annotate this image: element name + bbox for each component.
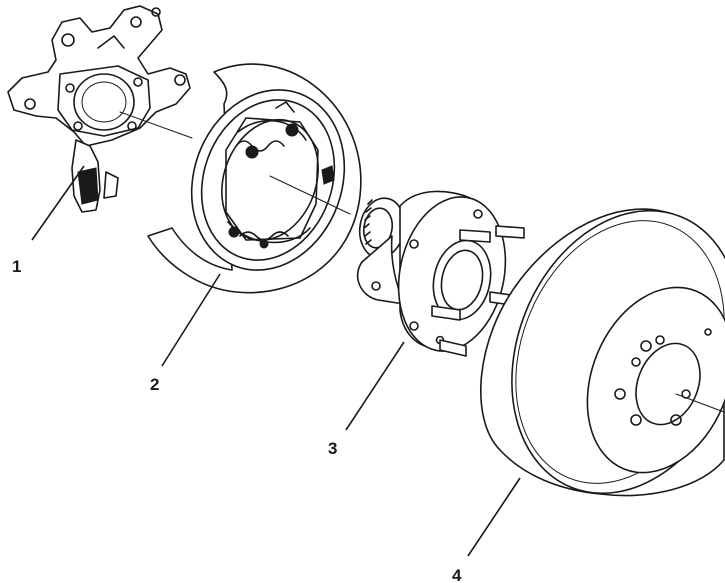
callout-number-4: 4 [452,566,462,583]
callout-number-3: 3 [328,439,337,458]
callout-number-1: 1 [12,257,21,276]
leader-line-3 [345,341,405,431]
callout-number-2: 2 [150,375,159,394]
brake-shoe-assembly [221,101,351,249]
leader-line-1 [31,165,85,241]
hub-assembly [356,190,525,357]
callout-2: 2 [150,273,221,394]
leader-line-2 [161,273,221,367]
callout-1: 1 [12,165,85,276]
steering-knuckle [7,5,193,213]
callout-3: 3 [328,341,405,458]
leader-line-4 [467,477,521,557]
callout-4: 4 [452,477,521,583]
brake-disc [480,208,725,497]
